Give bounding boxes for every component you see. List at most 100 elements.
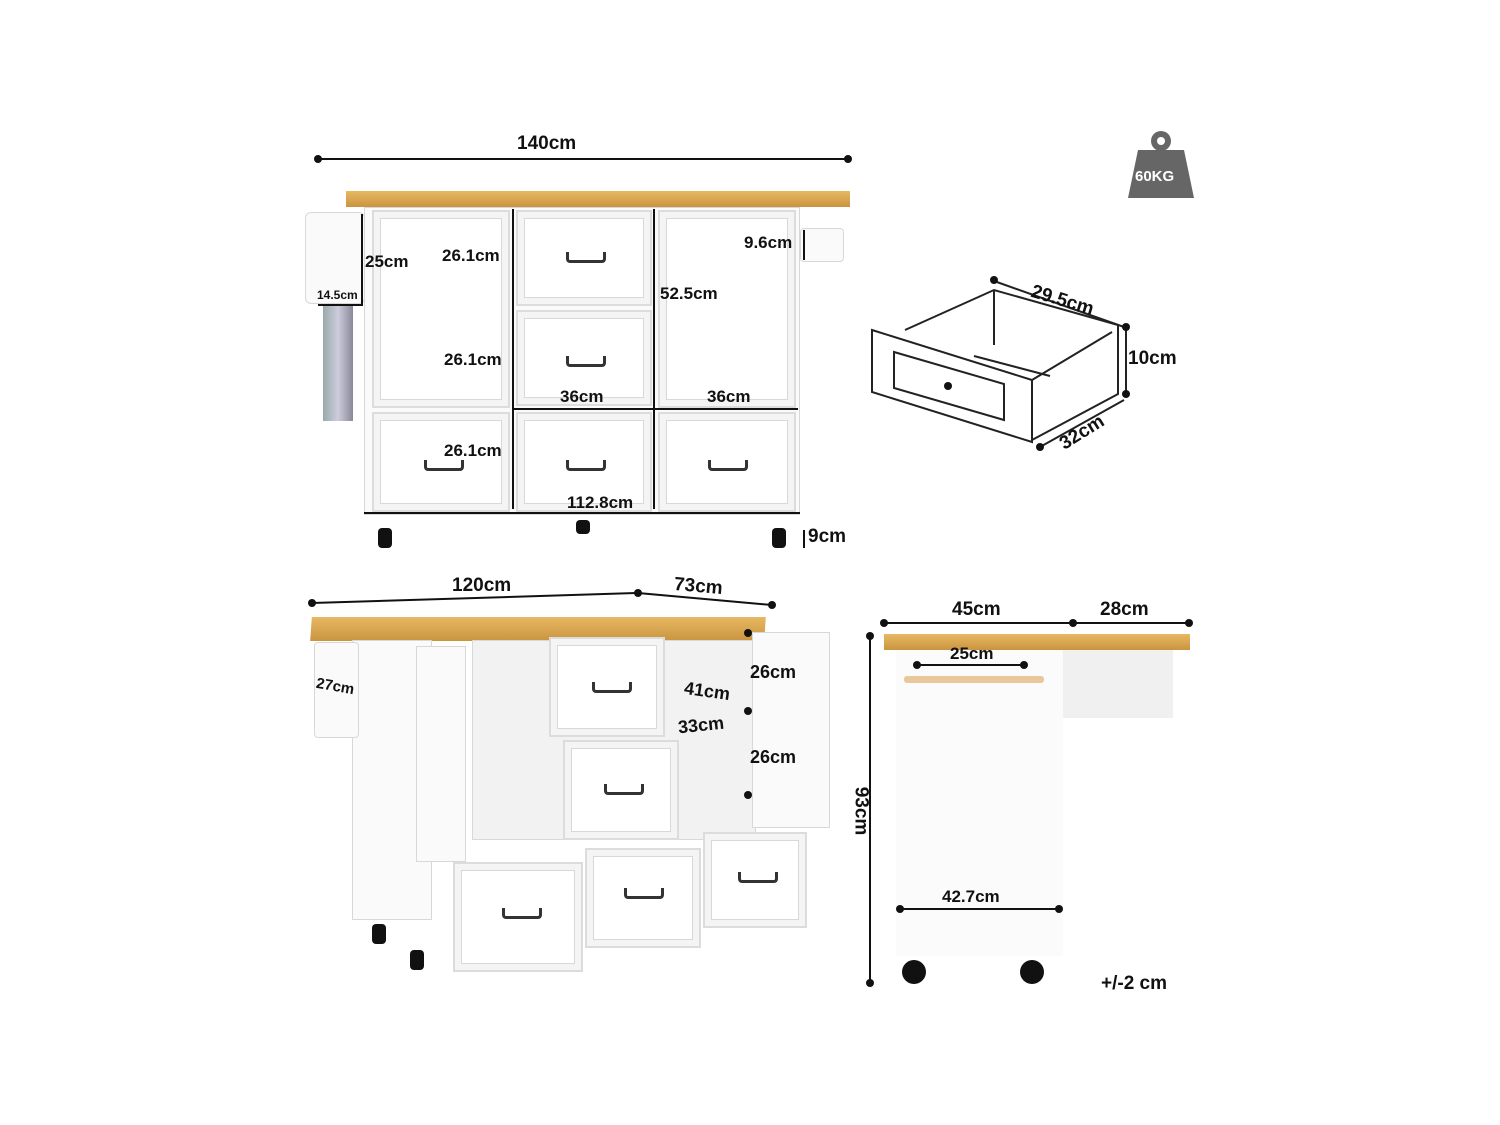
dimension-dot [844,155,852,163]
drawer-handle [502,908,542,919]
dimension-dot [1069,619,1077,627]
door-upper-label: 26.1cm [442,246,500,265]
wheel [576,520,590,534]
towel-bar [904,676,1044,683]
drawer-2 [516,310,652,406]
drawer-1 [516,210,652,306]
open-drawer-2 [563,740,679,840]
right-width-label: 36cm [707,387,751,406]
towel-image [323,305,353,421]
middle-width-label: 36cm [560,387,604,406]
dimension-line [361,214,363,306]
open-left-door [416,646,466,862]
wheel-height-label: 9cm [808,526,847,547]
upper-shelf-height-label: 26cm [750,662,797,682]
wheel [902,960,926,984]
hook-panel [800,228,844,262]
weight-badge: 60KG [1128,128,1194,200]
dimension-dot [744,629,752,637]
door-height-label: 52.5cm [660,284,718,303]
left-door [372,210,510,408]
leaf-depth-label: 28cm [1100,599,1149,620]
dimension-line [364,512,800,514]
height-label: 93cm [850,786,872,836]
dimension-line [803,230,805,260]
cabinet-side [896,650,1063,956]
dimension-line [512,209,514,509]
drawer-handle [738,872,778,883]
towel-bar-label: 25cm [950,644,994,663]
wheel [378,528,392,548]
dimension-dot [1185,619,1193,627]
dimension-dot [866,979,874,987]
dimension-line [916,664,1022,666]
bottom-drawer-label: 26.1cm [444,441,502,460]
drawer-depth-label: 32cm [1055,410,1109,455]
drawer-handle [424,460,464,471]
dimension-dot [1036,443,1044,451]
wood-countertop [884,634,1190,650]
drawer-4 [516,412,652,512]
dimension-dot [314,155,322,163]
drop-leaf-bracket [1063,650,1173,718]
dimension-dot [1020,661,1028,669]
dimension-dot [744,791,752,799]
drawer-5 [658,412,796,512]
base-depth-label: 42.7cm [942,887,1000,906]
dimension-dot [866,632,874,640]
dimension-dot [1055,905,1063,913]
weight-label: 60KG [1135,168,1175,185]
drawer-handle [566,252,606,263]
dimension-dot [634,589,642,597]
right-door [658,210,796,408]
dimension-line [803,530,805,548]
depth-label: 73cm [673,573,724,600]
drawer-handle [566,460,606,471]
dimension-dot [880,619,888,627]
dimension-dot [1122,390,1130,398]
overall-width-label: 140cm [517,133,577,154]
open-right-door [752,632,830,828]
length-label: 120cm [452,575,512,596]
drawer-handle [604,784,644,795]
dimension-dot [768,601,776,609]
wood-countertop [346,191,850,207]
wheel [410,950,424,970]
side-panel-height-label: 25cm [365,252,409,271]
dimension-dot [896,905,904,913]
open-drawer-1 [549,637,665,737]
dimension-line [653,209,655,509]
wheel [372,924,386,944]
side-rack-panel [314,642,359,738]
body-width-label: 112.8cm [567,493,634,512]
dimension-line [318,304,362,306]
drawer-height-label: 10cm [1128,348,1177,369]
tolerance-label: +/-2 cm [1101,973,1168,994]
drawer-width-label: 29.5cm [1028,281,1097,320]
dimension-line [900,908,1060,910]
drawer-handle [592,682,632,693]
drawer-handle [566,356,606,367]
top-depth-label: 45cm [952,599,1001,620]
dimension-dot [990,276,998,284]
dimension-line [869,636,871,984]
dimension-line [318,158,848,160]
wheel [1020,960,1044,984]
drawer-3 [372,412,510,512]
drawer-handle [624,888,664,899]
dimension-dot [308,599,316,607]
hook-height-label: 9.6cm [744,233,793,252]
dimension-dot [1122,323,1130,331]
dimension-dot [913,661,921,669]
door-lower-label: 26.1cm [444,350,502,369]
wood-countertop [310,617,766,641]
side-panel-width-label: 14.5cm [317,288,358,302]
side-rack-panel [305,212,365,304]
weight-icon [1128,131,1194,198]
dimension-line [884,622,1190,624]
drawer-handle [708,460,748,471]
wheel [772,528,786,548]
lower-shelf-height-label: 26cm [750,747,797,767]
